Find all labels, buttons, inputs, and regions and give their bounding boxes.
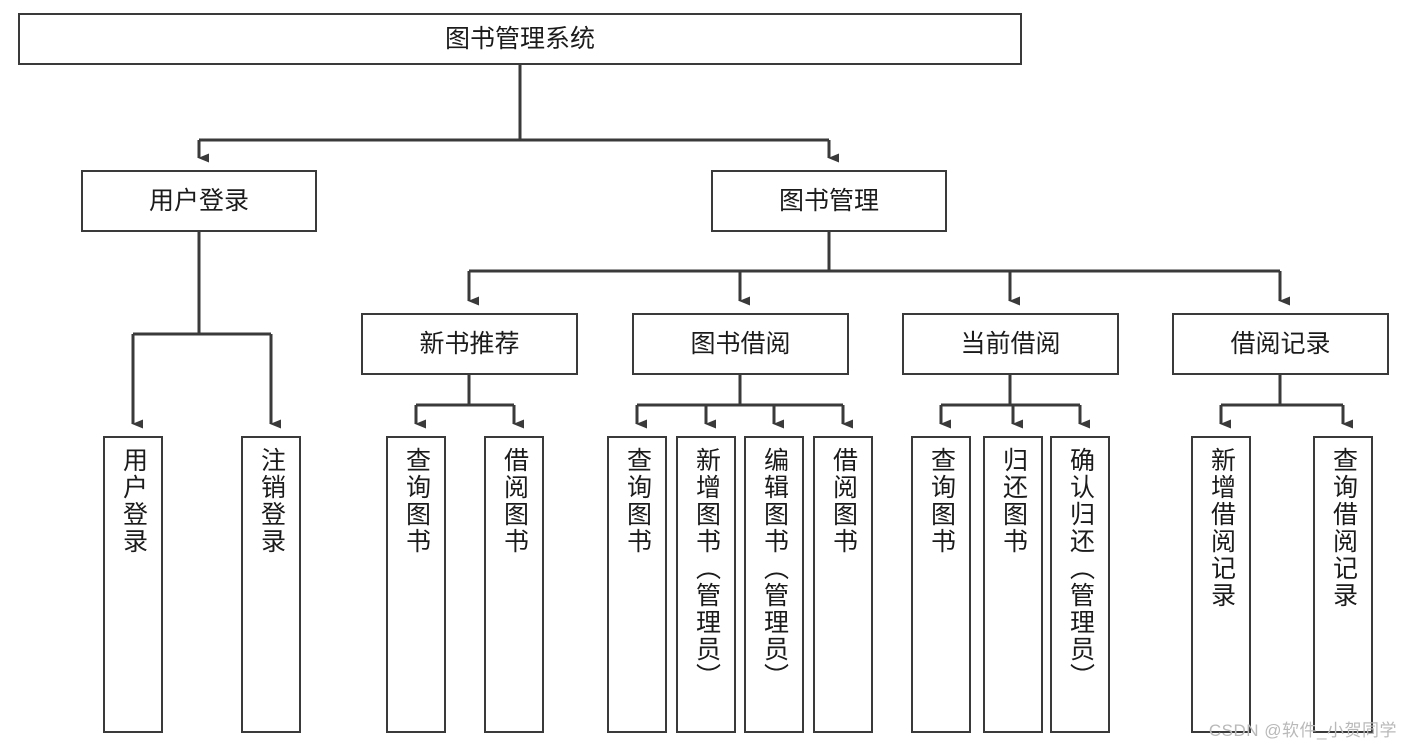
node-label: 用户登录 <box>148 187 249 215</box>
node-leaf-logout-login[interactable]: 注销登录 <box>241 436 301 733</box>
node-new-book-recommend[interactable]: 新书推荐 <box>361 313 578 375</box>
node-leaf-borrow-book-recommend[interactable]: 借阅图书 <box>484 436 544 733</box>
csdn-watermark: CSDN @软件_小贺同学 <box>1208 721 1397 740</box>
node-leaf-query-book-borrow[interactable]: 查询图书 <box>607 436 667 733</box>
node-label: 借阅图书 <box>829 447 858 555</box>
node-label: 新书推荐 <box>419 330 520 358</box>
node-label: 当前借阅 <box>960 330 1061 358</box>
node-label: 归还图书 <box>999 447 1028 555</box>
node-label: 图书管理 <box>778 187 879 215</box>
node-leaf-borrow-book[interactable]: 借阅图书 <box>813 436 873 733</box>
node-leaf-edit-book-admin[interactable]: 编辑图书（管理员） <box>744 436 804 733</box>
node-label: 编辑图书（管理员） <box>760 447 789 690</box>
node-root-system[interactable]: 图书管理系统 <box>18 13 1022 65</box>
node-label: 借阅图书 <box>500 447 529 555</box>
node-leaf-user-login[interactable]: 用户登录 <box>103 436 163 733</box>
node-leaf-query-book-current[interactable]: 查询图书 <box>911 436 971 733</box>
node-label: 查询图书 <box>402 447 431 555</box>
node-leaf-query-book-recommend[interactable]: 查询图书 <box>386 436 446 733</box>
node-borrow-record[interactable]: 借阅记录 <box>1172 313 1389 375</box>
node-book-borrow[interactable]: 图书借阅 <box>632 313 849 375</box>
node-leaf-add-borrow-record[interactable]: 新增借阅记录 <box>1191 436 1251 733</box>
node-label: 注销登录 <box>257 447 286 555</box>
node-user-login[interactable]: 用户登录 <box>81 170 317 232</box>
node-current-borrow[interactable]: 当前借阅 <box>902 313 1119 375</box>
node-label: 新增图书（管理员） <box>692 447 721 690</box>
node-label: 用户登录 <box>119 447 148 555</box>
node-label: 查询借阅记录 <box>1329 447 1358 609</box>
node-label: 确认归还（管理员） <box>1066 447 1095 690</box>
node-label: 查询图书 <box>927 447 956 555</box>
node-leaf-confirm-return-admin[interactable]: 确认归还（管理员） <box>1050 436 1110 733</box>
node-book-management[interactable]: 图书管理 <box>711 170 947 232</box>
node-label: 图书管理系统 <box>444 25 595 53</box>
node-leaf-return-book[interactable]: 归还图书 <box>983 436 1043 733</box>
node-label: 新增借阅记录 <box>1207 447 1236 609</box>
node-label: 借阅记录 <box>1230 330 1331 358</box>
node-label: 查询图书 <box>623 447 652 555</box>
node-leaf-query-borrow-record[interactable]: 查询借阅记录 <box>1313 436 1373 733</box>
node-leaf-add-book-admin[interactable]: 新增图书（管理员） <box>676 436 736 733</box>
node-label: 图书借阅 <box>690 330 791 358</box>
